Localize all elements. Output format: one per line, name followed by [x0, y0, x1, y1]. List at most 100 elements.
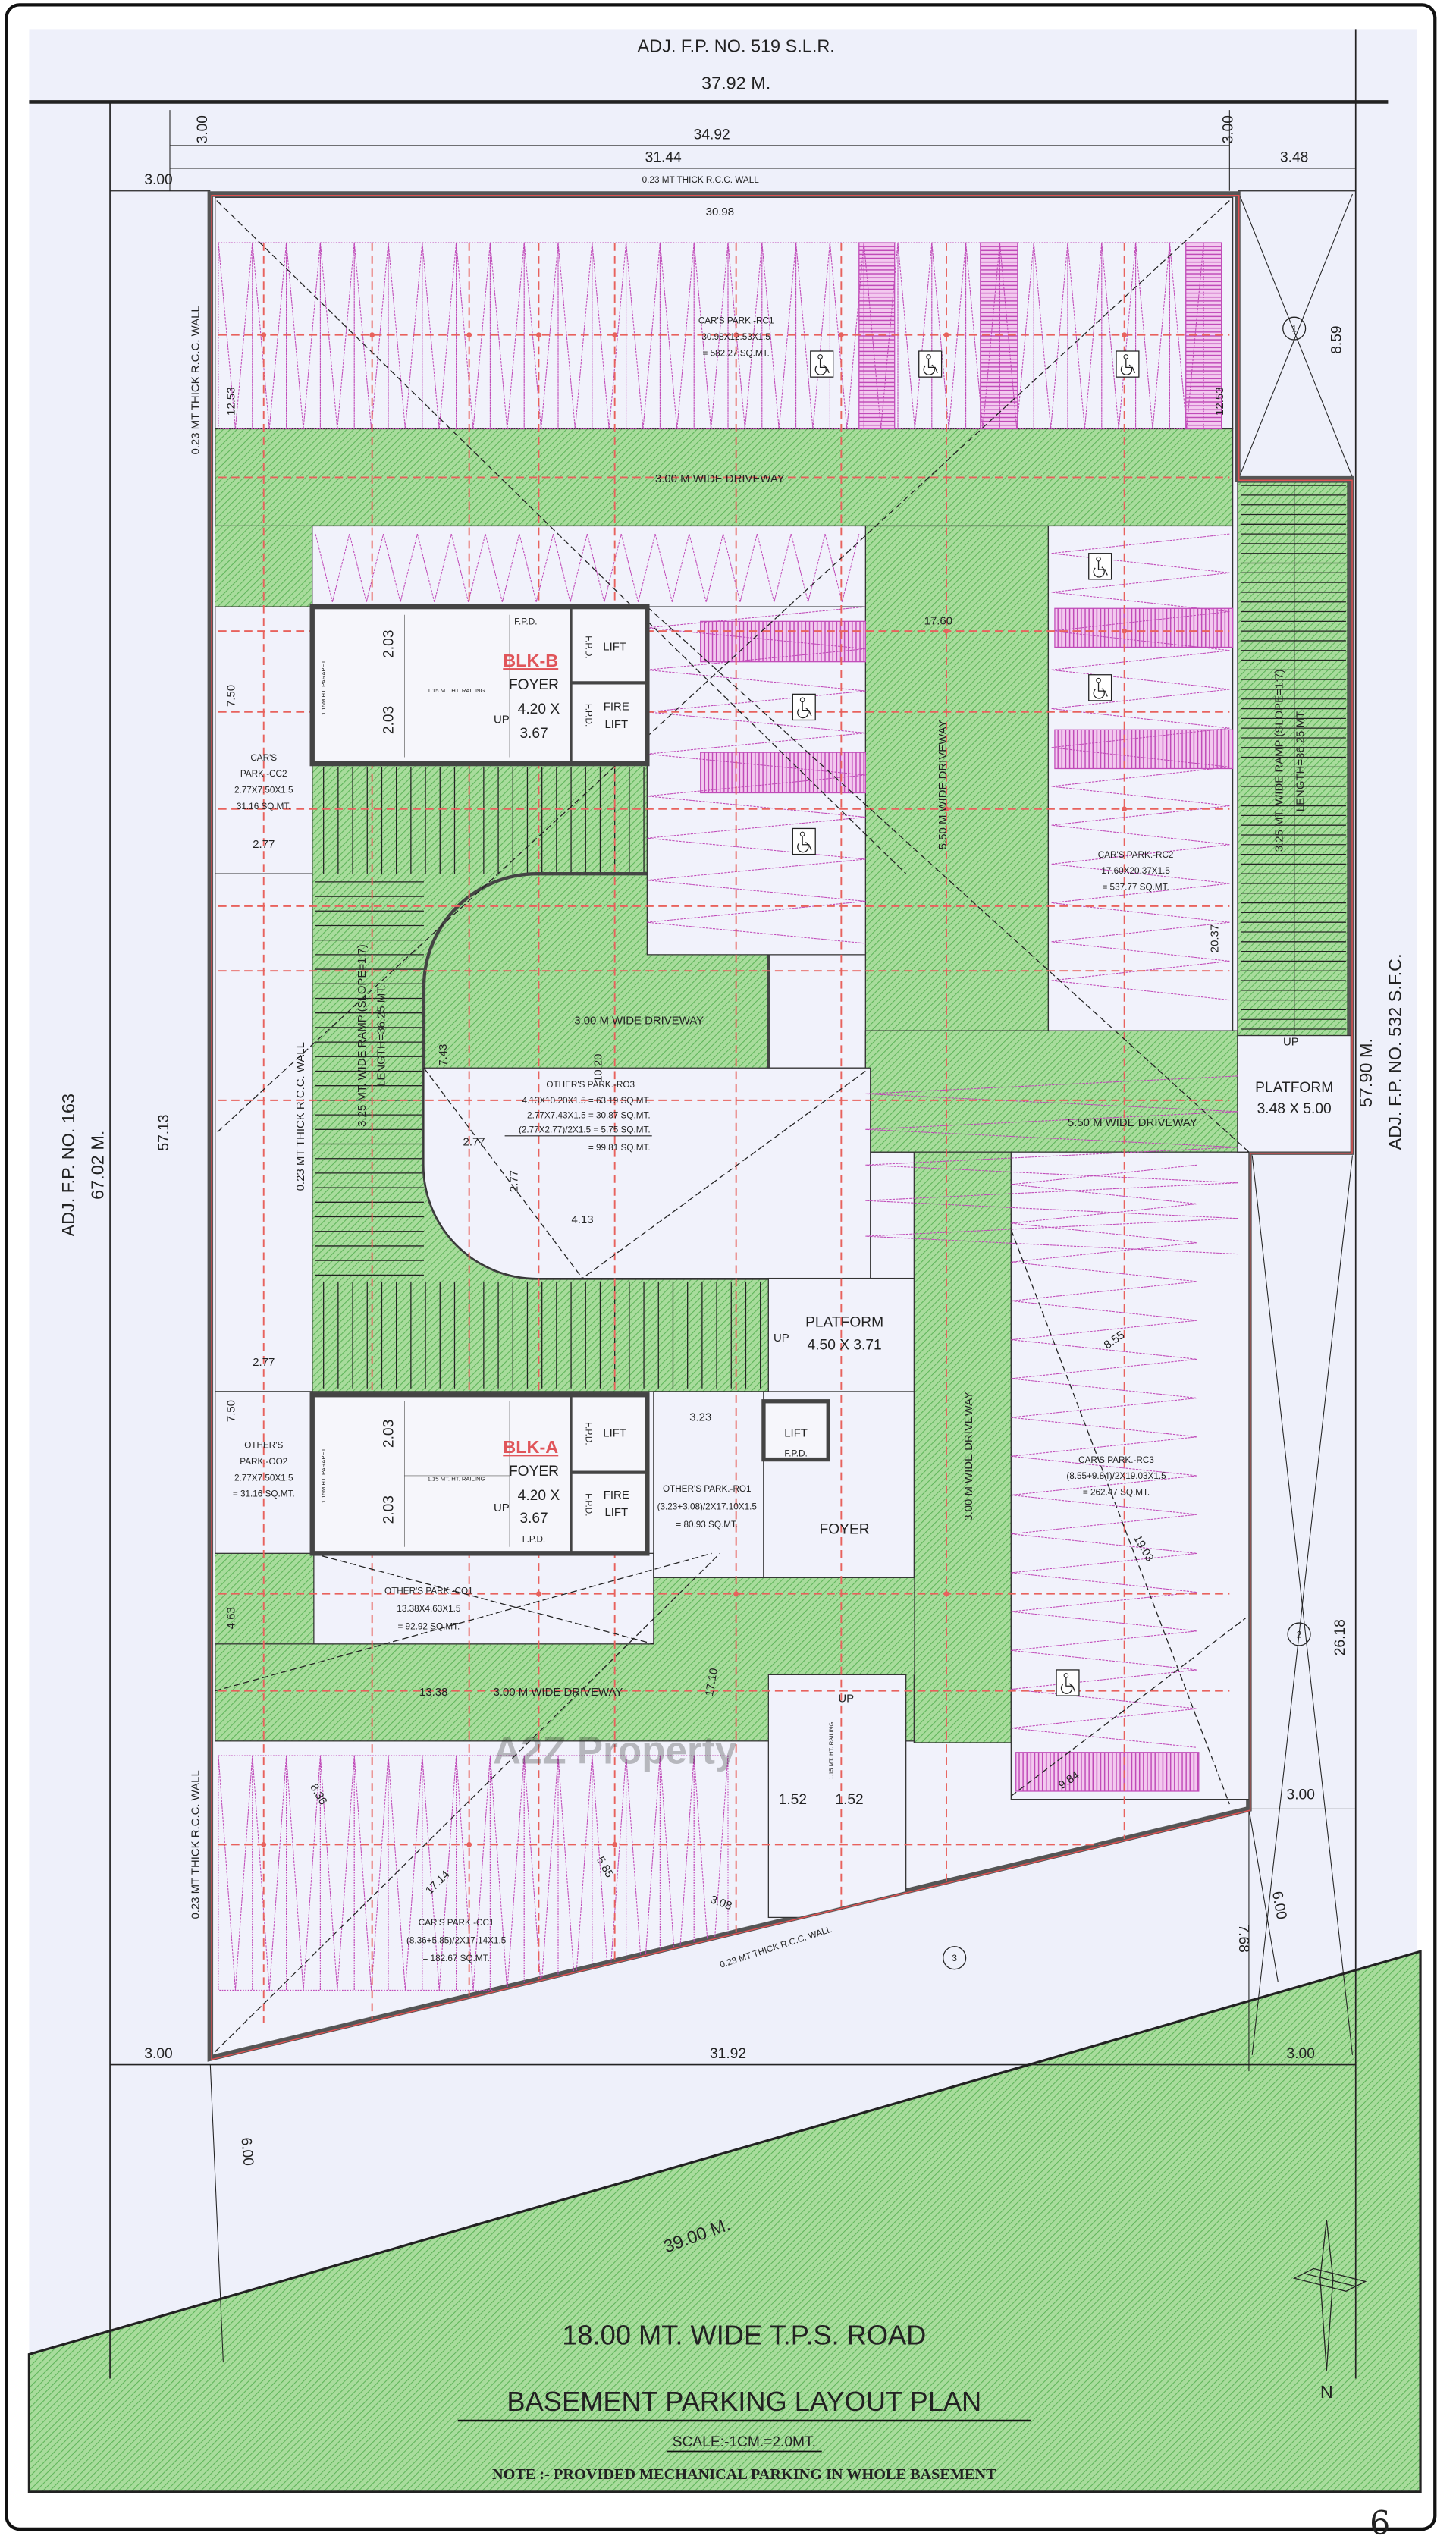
block-b-labels: F.P.D. BLK-B FOYER 4.20 X 3.67 UP LIFT F…: [320, 617, 629, 742]
grid-node: [733, 1591, 739, 1597]
ro3-line-1: 4.13X10.20X1.5 = 63.19 SQ.MT.: [522, 1096, 651, 1106]
dim-6-00-sw: 6.00: [237, 2137, 256, 2167]
dim-2-77-ro3-v: 2.77: [508, 1170, 521, 1192]
stall-zigzag: [286, 243, 321, 429]
grid-node: [261, 332, 267, 338]
stall-zigzag: [252, 243, 287, 429]
dim-7-43: 7.43: [437, 1044, 450, 1066]
block-a-core: [309, 1392, 830, 1556]
setback-markers: [943, 316, 1311, 1970]
east-ramp-label-1: 3.25 MT. WIDE RAMP (SLOPE=1:7): [1273, 669, 1286, 852]
parking-stall-zigzags: [218, 242, 1238, 1991]
stall-zigzag: [592, 243, 627, 429]
stall-zigzag: [795, 243, 830, 429]
marker-2-circle: [1287, 1622, 1311, 1646]
stall-zigzag: [422, 243, 457, 429]
wheelchair-icon-body: [1093, 683, 1108, 699]
stall-zigzag: [1011, 1592, 1197, 1632]
cc1-name: CAR'S PARK.-CC1: [419, 1918, 494, 1928]
grid-node: [369, 332, 375, 338]
dim-31-92: 31.92: [710, 2046, 746, 2062]
blk-b-railing: 1.15 MT. HT. RAILING: [428, 687, 485, 694]
dim-7-50-oo2: 7.50: [224, 1400, 237, 1422]
oo2-calc: 2.77X7.50X1.5: [234, 1473, 293, 1483]
oo2-area: = 31.16 SQ.MT.: [233, 1489, 295, 1499]
stall-zigzag: [1051, 883, 1230, 923]
rc1-area: [215, 196, 1234, 430]
dim-4-13: 4.13: [571, 1213, 593, 1226]
dim-2-77-oo2: 2.77: [253, 1356, 275, 1369]
stall-zigzag: [897, 243, 933, 429]
stall-zigzag: [865, 1182, 1238, 1219]
stall-zigzag: [489, 243, 525, 429]
dim-7-68: 7.68: [1235, 1924, 1251, 1952]
dim-2-77-ro3-h: 2.77: [463, 1136, 485, 1149]
blk-b-fire-2: LIFT: [604, 718, 628, 731]
grid-node: [261, 1841, 267, 1847]
wheelchair-icon-body: [797, 702, 812, 719]
dim-10-20: 10.20: [592, 1054, 605, 1082]
stall-zigzag: [1169, 243, 1204, 429]
grid-node: [466, 332, 472, 338]
wheelchair-icon: [1088, 674, 1112, 701]
south-lift-label: LIFT: [784, 1427, 808, 1440]
blk-a-parapet: 1.15M HT. PARAPET: [320, 1448, 327, 1503]
dim-3-00-bottom-left: 3.00: [144, 2046, 172, 2062]
blk-b-fpd-top: F.P.D.: [514, 617, 537, 627]
south-lift-shaft: [761, 1399, 830, 1462]
driveway-top-label: 3.00 M WIDE DRIVEWAY: [655, 472, 785, 485]
wheelchair-icon-body: [1060, 1677, 1076, 1694]
wall-label-west-upper: 0.23 MT THICK R.C.C. WALL: [189, 306, 202, 454]
upper-mid-area: [312, 525, 866, 607]
wheelchair-icon-head: [1063, 1673, 1069, 1678]
driveway-right-vertical-label: 3.00 M WIDE DRIVEWAY: [962, 1392, 975, 1521]
block-b-core: [309, 604, 650, 767]
dim-2-03-b2: 2.03: [381, 706, 397, 734]
stall-zigzag: [620, 533, 656, 602]
stall-zigzag: [349, 533, 384, 602]
stall-zigzag: [626, 243, 661, 429]
blk-b-fpd-fire: F.P.D.: [583, 704, 593, 727]
dim-3-48: 3.48: [1280, 149, 1308, 165]
blk-b-parapet: 1.15M HT. PARAPET: [320, 660, 327, 715]
wheelchair-icon-body: [1093, 561, 1108, 578]
blk-a-fpd-lift: F.P.D.: [583, 1422, 593, 1445]
stall-zigzag: [388, 243, 423, 429]
wheelchair-icon-head: [926, 354, 931, 359]
west-ramp-label-2: LENGTH=36.25 MT.: [375, 984, 388, 1087]
west-ramp-up: UP: [774, 1332, 789, 1345]
grid-node: [943, 806, 949, 812]
stall-zigzag: [865, 1075, 1238, 1113]
grid-node: [733, 332, 739, 338]
wheelchair-icon-head: [1096, 677, 1101, 683]
south-stair-up: UP: [838, 1693, 854, 1706]
watermark: A2Z Property: [493, 1729, 737, 1772]
stall-zigzag: [1051, 960, 1230, 1001]
dim-3-00-left: 3.00: [144, 172, 172, 188]
stall-zigzag: [319, 243, 355, 429]
dim-30-98: 30.98: [706, 206, 734, 218]
grid-node: [838, 332, 844, 338]
rc3-name: CAR'S PARK.-RC3: [1078, 1455, 1154, 1465]
blk-a-railing: 1.15 MT. HT. RAILING: [428, 1475, 485, 1482]
south-foyer-label: FOYER: [820, 1522, 870, 1538]
blk-b-fire-1: FIRE: [604, 701, 629, 714]
stall-zigzag: [1067, 243, 1103, 429]
grid-node: [535, 332, 541, 338]
blk-b-fpd-lift: F.P.D.: [583, 636, 593, 658]
stall-zigzag: [1011, 1164, 1197, 1204]
ro3-name: OTHER'S PARK.-RO3: [546, 1080, 635, 1090]
scale-label: SCALE:-1CM.=2.0MT.: [673, 2434, 816, 2450]
stall-zigzag: [1011, 1669, 1197, 1709]
wall-label-west-lower: 0.23 MT THICK R.C.C. WALL: [189, 1770, 202, 1919]
blk-b-size-1: 4.20 X: [518, 701, 560, 717]
stall-zigzag: [1051, 805, 1230, 846]
blk-a-fpd-bottom: F.P.D.: [522, 1534, 545, 1544]
west-length: 67.02 M.: [88, 1131, 108, 1200]
cc2-name-1: CAR'S: [250, 753, 277, 763]
stall-zigzag: [647, 858, 866, 902]
east-ramp: [1237, 482, 1348, 1037]
cc1-area: = 182.67 SQ.MT.: [422, 1954, 489, 1963]
wheelchair-icon: [1116, 350, 1140, 378]
